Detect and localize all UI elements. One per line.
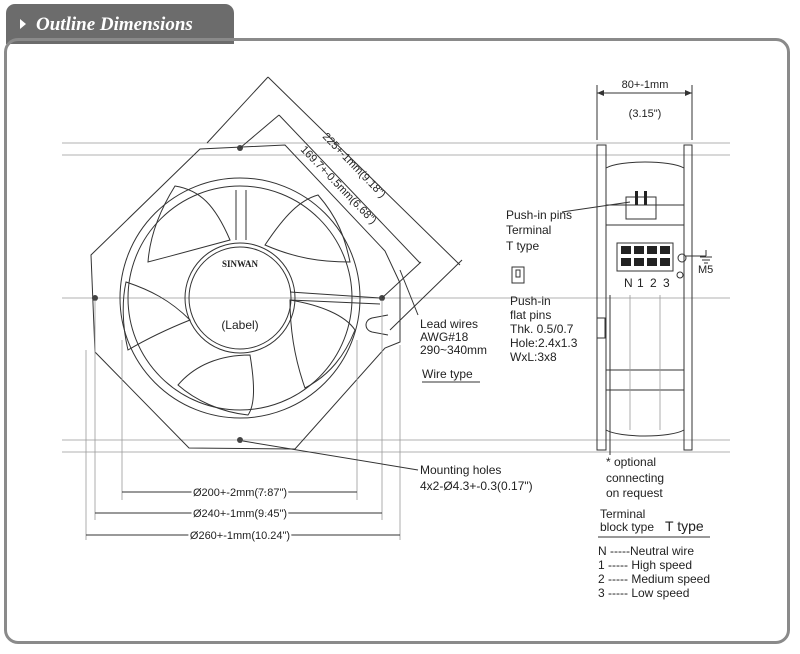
legend-title-line2-prefix: block type (600, 520, 654, 534)
dim-240: Ø240+-1mm(9.45") (193, 508, 287, 520)
fan-front-view: SINWAN (Label) (90, 144, 401, 450)
legend-row-3: 3 ----- Low speed (598, 586, 689, 600)
dim-260: Ø260+-1mm(10.24") (190, 530, 290, 542)
legend-row-n: N -----Neutral wire (598, 544, 694, 558)
section-tab: Outline Dimensions (6, 4, 234, 44)
fan-housing-ring (119, 177, 361, 419)
triangle-right-icon (20, 19, 26, 29)
dim-200: Ø200+-2mm(7.87") (193, 487, 287, 499)
content-frame (4, 38, 790, 644)
flat-pins-line2: flat pins (510, 308, 551, 322)
fan-spokes (235, 190, 247, 240)
terminal-block (616, 242, 674, 272)
pushin-line1: Push-in pins (506, 208, 572, 222)
dim-diagonal-outer: 225+-1mm(9.18") (320, 131, 388, 201)
flat-pins-line4: Hole:2.4x1.3 (510, 336, 578, 350)
mounting-holes-line2: 4x2-Ø4.3+-0.3(0.17") (420, 479, 533, 493)
side-width-in: (3.15") (629, 108, 662, 120)
wire-outlet (365, 314, 389, 336)
mounting-hole-left (92, 295, 98, 301)
label-text: (Label) (221, 318, 258, 332)
fan-frame-outline (90, 144, 401, 450)
pin-2: 2 (650, 276, 657, 290)
legend-title-line2-suffix: T type (665, 518, 704, 534)
optional-line1: * optional (606, 455, 656, 469)
wire-type-label: Wire type (422, 367, 473, 381)
fan-venturi-ring (127, 185, 353, 411)
pushin-line3: T type (506, 239, 539, 253)
lead-wires-line2: AWG#18 (420, 330, 469, 344)
optional-line2: connecting (606, 471, 664, 485)
mounting-holes-line1: Mounting holes (420, 463, 501, 477)
diameter-dimensions: Ø200+-2mm(7.87") Ø240+-1mm(9.45") Ø260+-… (86, 485, 400, 544)
fan-side-view: 80+-1mm (3.15") (596, 79, 713, 451)
flat-pins-line5: WxL:3x8 (510, 350, 557, 364)
legend-title-line1: Terminal (600, 507, 645, 521)
ground-m5: M5 (698, 264, 713, 276)
fan-hub (184, 242, 296, 354)
flat-pin-symbol (511, 266, 525, 284)
optional-line3: on request (606, 486, 663, 500)
mounting-hole-bottom (237, 437, 243, 443)
section-title: Outline Dimensions (36, 14, 193, 35)
side-width-mm: 80+-1mm (622, 79, 669, 91)
ground-screw (677, 253, 687, 263)
pin-1: 1 (637, 276, 644, 290)
diagonal-dimensions: 225+-1mm(9.18") 169.7+-0.5mm(6.68") (206, 76, 463, 331)
fan-blades (122, 185, 356, 416)
legend-row-2: 2 ----- Medium speed (598, 572, 710, 586)
flat-pins-line1: Push-in (510, 294, 551, 308)
legend-row-1: 1 ----- High speed (598, 558, 692, 572)
flat-pins-line3: Thk. 0.5/0.7 (510, 322, 574, 336)
pin-3: 3 (663, 276, 670, 290)
lead-wires-line1: Lead wires (420, 317, 478, 331)
terminal-legend: Terminal block type T type N -----Neutra… (598, 507, 710, 600)
pin-n: N (624, 276, 633, 290)
brand-logo: SINWAN (222, 259, 259, 269)
lead-wires-line3: 290~340mm (420, 343, 487, 357)
pushin-line2: Terminal (506, 223, 551, 237)
